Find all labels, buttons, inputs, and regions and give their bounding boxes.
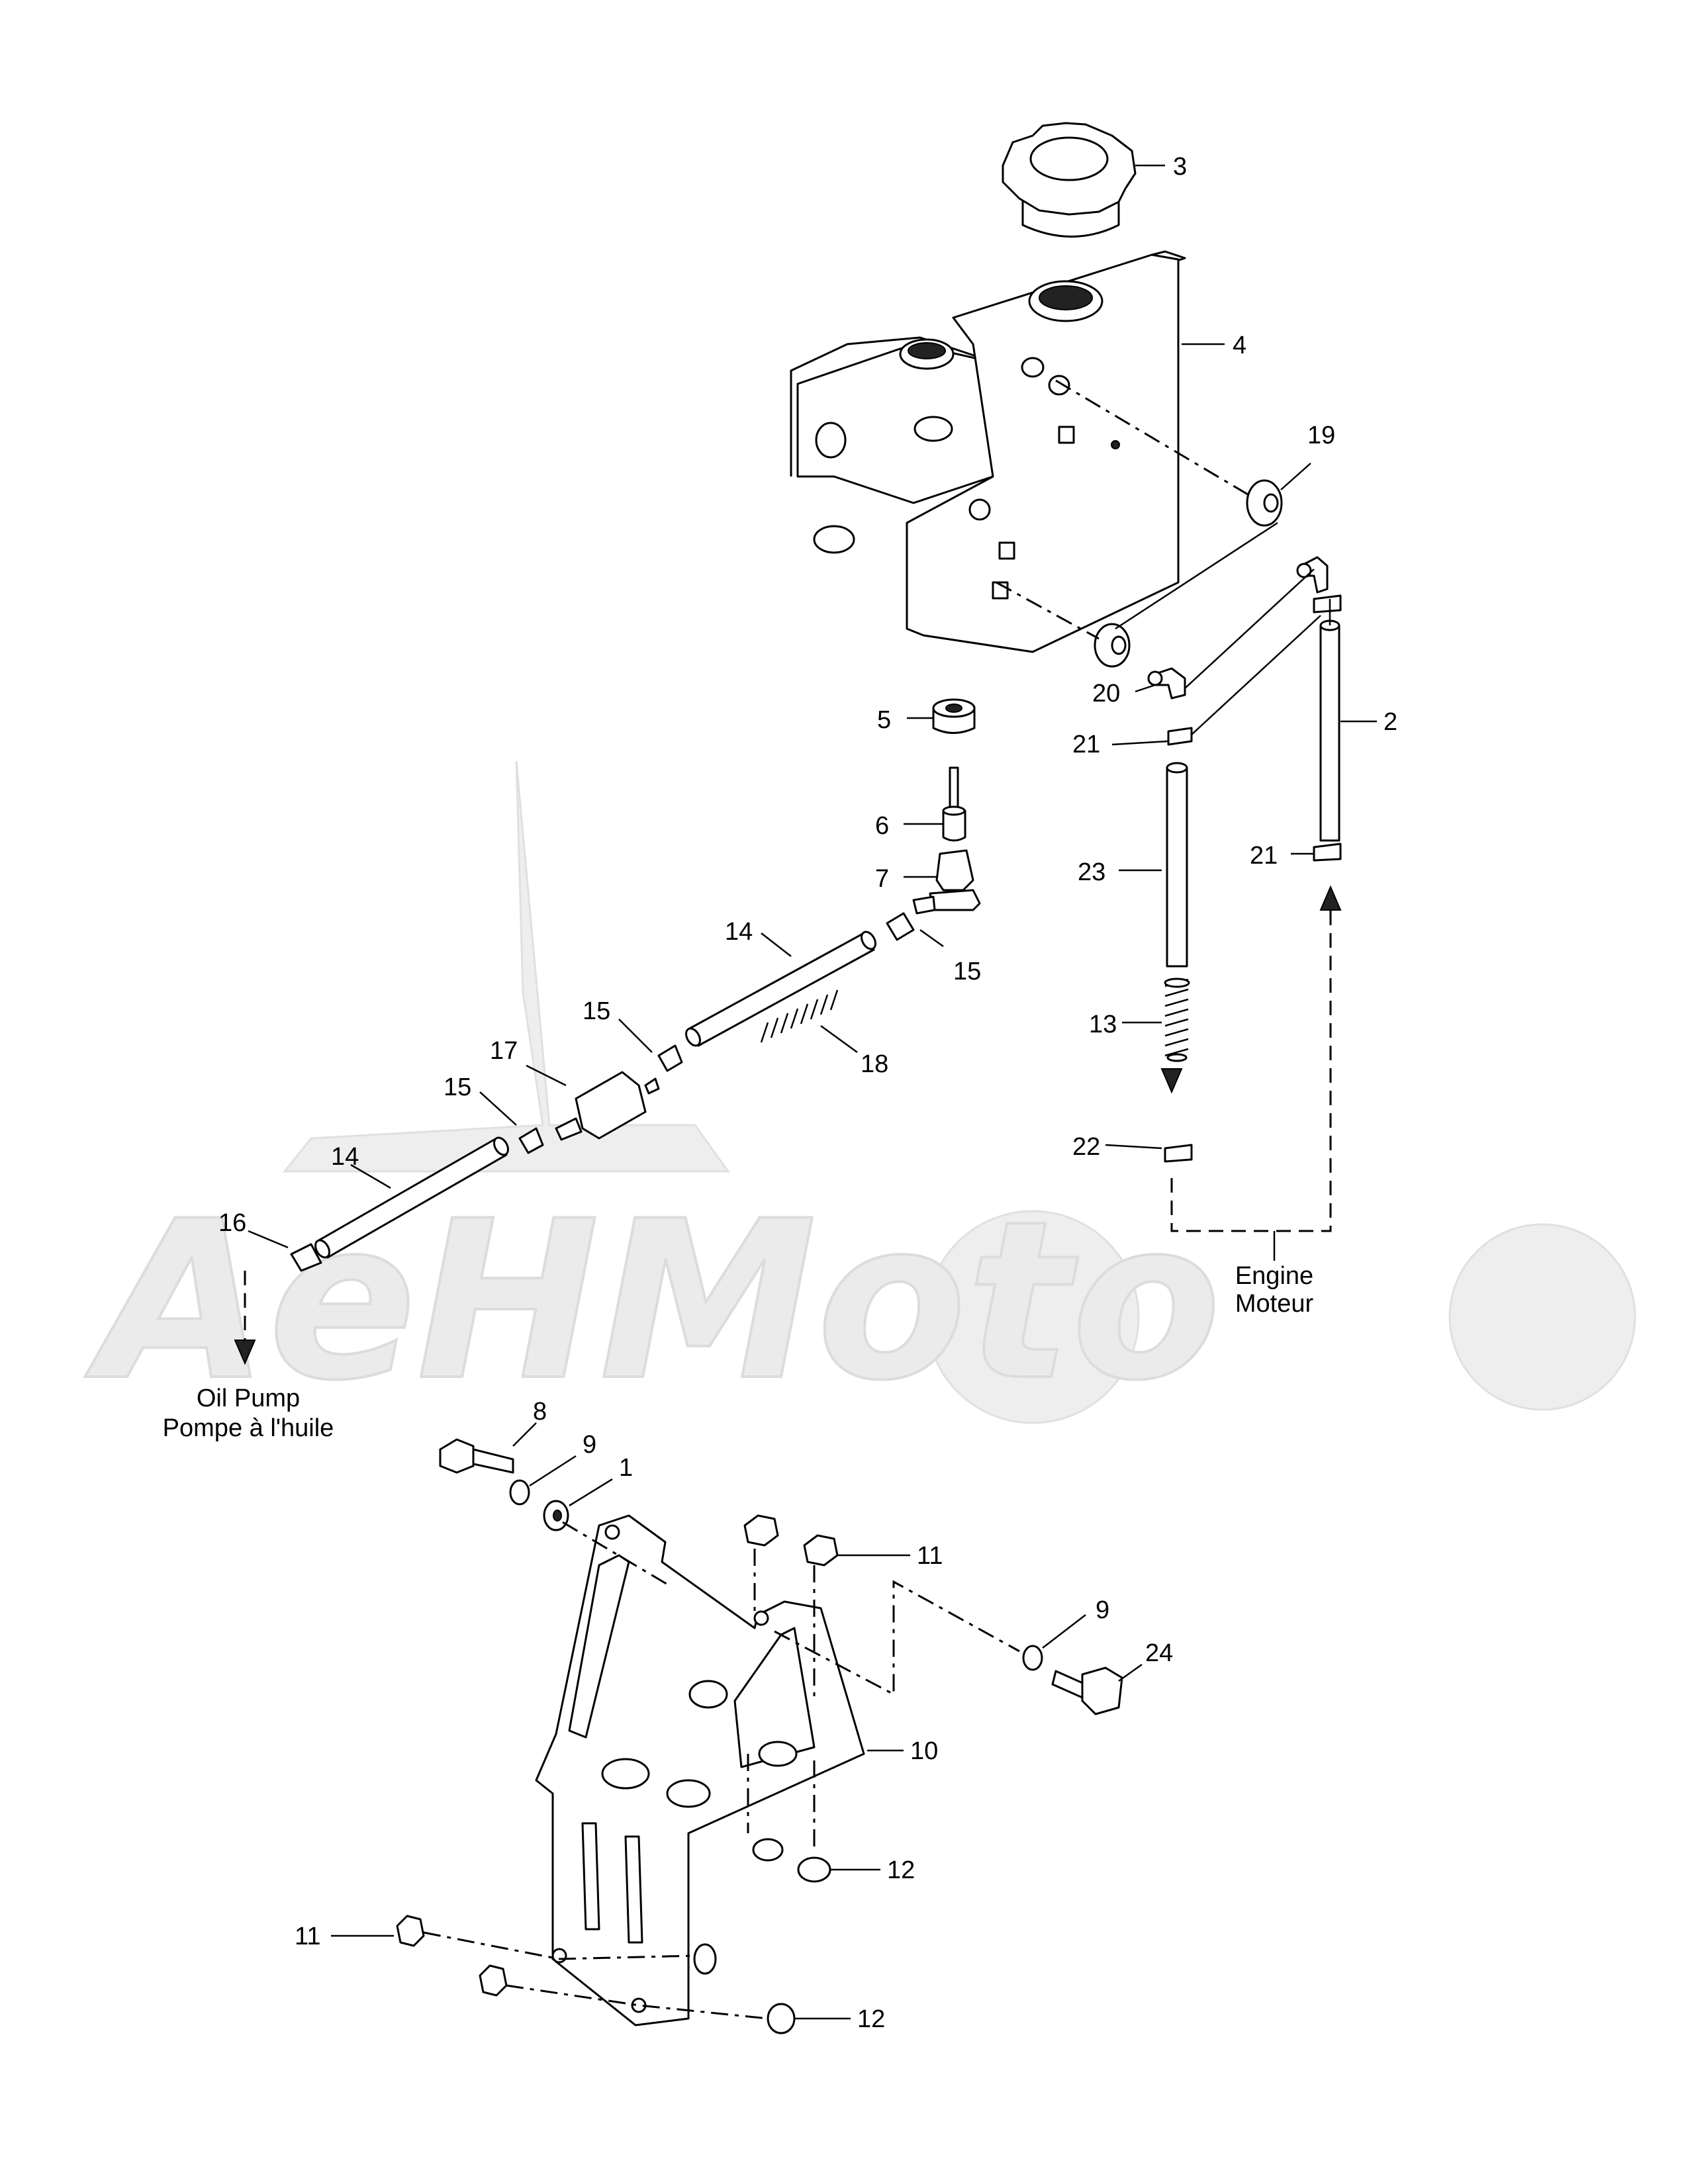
callout-11-top: 11 — [917, 1542, 943, 1570]
bolt-8 — [439, 1438, 514, 1474]
flow-arrows — [234, 885, 1342, 1365]
callout-1: 1 — [619, 1454, 633, 1482]
callout-6: 6 — [875, 812, 889, 840]
filter-fitting-7 — [912, 849, 981, 915]
callout-19: 19 — [1307, 422, 1335, 449]
watermark-wheel-right — [1448, 1223, 1636, 1411]
callout-24: 24 — [1145, 1639, 1173, 1667]
leader-lines — [248, 164, 1377, 2020]
callout-15-right: 15 — [953, 958, 981, 985]
callout-14-lower: 14 — [331, 1143, 359, 1171]
arrow-down-icon — [234, 1340, 256, 1365]
hose-23 — [1166, 762, 1188, 968]
spring-18 — [760, 989, 839, 1043]
watermark-wheel-left — [925, 1210, 1140, 1424]
callout-8: 8 — [533, 1398, 547, 1426]
callout-5: 5 — [877, 706, 891, 734]
hose-14-lower — [314, 1136, 509, 1259]
mounting-bracket-10 — [535, 1514, 865, 2026]
clamp-16 — [290, 1243, 322, 1272]
callout-18: 18 — [861, 1050, 888, 1078]
callout-14-upper: 14 — [725, 918, 753, 946]
destination-notes: Oil Pump Pompe à l'huile Engine Moteur — [163, 1231, 1314, 1442]
pickup-tube-6 — [942, 766, 966, 842]
engine-label: Engine — [1235, 1262, 1313, 1290]
callout-12-bottom: 12 — [857, 2005, 885, 2033]
callout-21-top: 21 — [1072, 731, 1100, 758]
watermark-tower-shape — [282, 760, 730, 1173]
oil-pump-label: Oil Pump — [197, 1385, 300, 1412]
engine-label-fr: Moteur — [1235, 1290, 1314, 1318]
callout-7: 7 — [875, 865, 889, 893]
hose-2 — [1319, 619, 1340, 842]
callout-15-middle: 15 — [583, 997, 610, 1025]
callout-9-right: 9 — [1096, 1596, 1109, 1624]
grommet-5 — [932, 698, 976, 734]
arrow-down-icon — [1160, 1068, 1183, 1094]
tank-cap — [1002, 122, 1137, 238]
clamp-15 — [518, 912, 915, 1154]
watermark-text: AeHMoto — [82, 1174, 1221, 1428]
callout-9-left: 9 — [583, 1431, 596, 1459]
washer-12 — [693, 1838, 831, 2034]
callout-17: 17 — [490, 1037, 518, 1065]
oil-pump-label-fr: Pompe à l'huile — [163, 1414, 334, 1442]
washer-9 — [509, 1479, 1043, 1671]
callout-13: 13 — [1089, 1011, 1117, 1038]
callout-15-left: 15 — [444, 1073, 471, 1101]
callout-12-top: 12 — [887, 1856, 915, 1884]
watermark: AeHMoto — [81, 760, 1636, 1430]
callout-labels: 3 4 19 5 20 21 2 6 7 23 21 14 15 15 18 1… — [218, 153, 1397, 2033]
oil-tank — [790, 250, 1186, 653]
callout-22: 22 — [1072, 1133, 1100, 1161]
hose-clamp — [1164, 594, 1342, 1163]
assembly-lines — [244, 379, 1332, 2020]
spring-13 — [1164, 978, 1190, 1062]
arrow-up-icon — [1319, 885, 1342, 911]
callout-23: 23 — [1078, 858, 1105, 886]
elbow-fitting — [1147, 556, 1329, 700]
callout-20: 20 — [1092, 680, 1120, 707]
callout-2: 2 — [1383, 708, 1397, 736]
nut-11 — [396, 1514, 839, 1997]
hose-14-upper — [685, 931, 876, 1047]
callout-3: 3 — [1173, 153, 1187, 181]
grommet — [1094, 479, 1283, 668]
callout-16: 16 — [218, 1209, 246, 1237]
callout-21-bottom: 21 — [1250, 842, 1278, 870]
callout-4: 4 — [1233, 332, 1246, 359]
bolt-24 — [1051, 1666, 1123, 1715]
washer-1 — [543, 1500, 569, 1531]
inline-filter-17 — [555, 1071, 660, 1141]
callout-11-bottom: 11 — [295, 1923, 320, 1950]
callout-10: 10 — [910, 1737, 938, 1765]
